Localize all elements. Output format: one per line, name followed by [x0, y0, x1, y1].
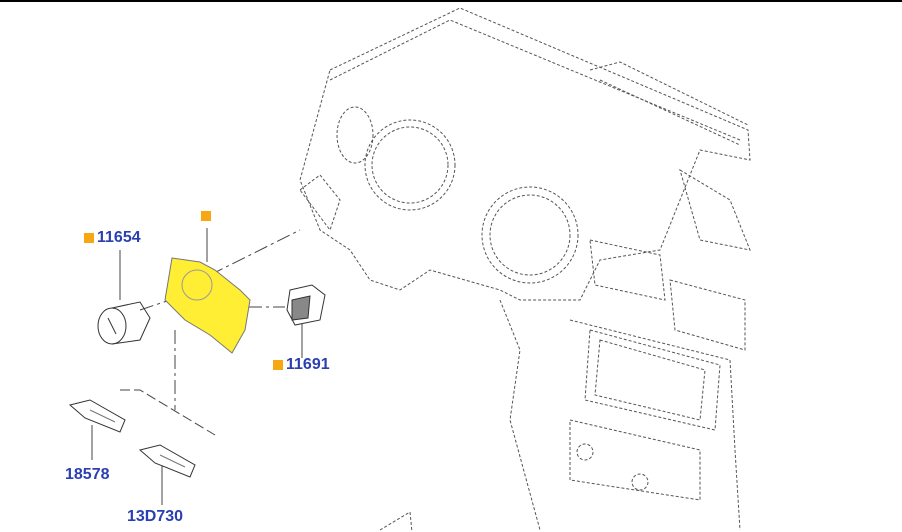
marker-square-icon [273, 360, 283, 370]
callout-13D730[interactable]: 13D730 [127, 508, 184, 525]
small-switch-18578 [68, 399, 126, 433]
marker-square-icon [201, 211, 211, 221]
instrument-panel-outline [299, 7, 751, 532]
switch-module [286, 284, 326, 326]
headlamp-switch-knob [97, 301, 151, 345]
headlamp-switch-bezel-highlighted [164, 257, 251, 354]
callout-11691[interactable]: 11691 [273, 356, 330, 374]
small-switch-13D730 [138, 444, 196, 478]
callout-11654[interactable]: 11654 [84, 229, 141, 247]
marker-square-icon [84, 233, 94, 243]
leader-lines [91, 228, 303, 505]
callout-unlabeled[interactable] [201, 211, 211, 221]
callout-18578[interactable]: 18578 [65, 466, 110, 483]
top-border [0, 0, 902, 2]
